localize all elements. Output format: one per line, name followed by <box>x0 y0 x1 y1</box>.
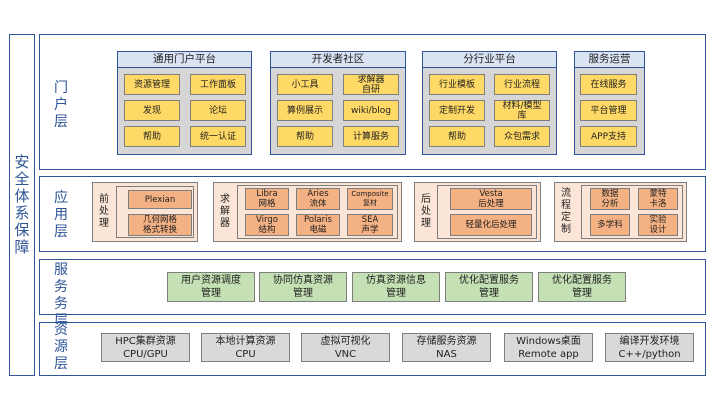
app-item[interactable]: 实验 设计 <box>638 214 678 236</box>
portal-item[interactable]: 行业模板 <box>429 74 485 95</box>
app-item[interactable]: 蒙特 卡洛 <box>638 188 678 210</box>
portal-group-title: 开发者社区 <box>271 52 405 68</box>
service-item[interactable]: 优化配置服务 管理 <box>538 272 626 302</box>
service-layer-label: 服务 务层 <box>54 262 68 329</box>
resource-item[interactable]: 存储服务资源 NAS <box>402 333 491 362</box>
resource-layer-label: 资 源 层 <box>54 322 68 372</box>
portal-group-title: 通用门户平台 <box>118 52 251 68</box>
service-item[interactable]: 协同仿真资源 管理 <box>259 272 347 302</box>
portal-item[interactable]: 平台管理 <box>580 100 637 121</box>
portal-item[interactable]: 工作面板 <box>190 74 246 95</box>
app-item[interactable]: 几何网格 格式转换 <box>128 214 192 236</box>
portal-item[interactable]: 帮助 <box>429 126 485 147</box>
service-item[interactable]: 仿真资源信息 管理 <box>352 272 440 302</box>
portal-item[interactable]: 帮助 <box>124 126 180 147</box>
app-group-inner <box>237 185 398 239</box>
resource-item[interactable]: 本地计算资源 CPU <box>201 333 290 362</box>
app-item[interactable]: Composite 复材 <box>347 188 393 210</box>
portal-item[interactable]: 小工具 <box>277 74 333 95</box>
resource-item[interactable]: 虚拟可视化 VNC <box>301 333 390 362</box>
portal-item[interactable]: 众包需求 <box>494 126 550 147</box>
app-group-label: 求 解 器 <box>220 194 230 229</box>
service-item[interactable]: 优化配置服务 管理 <box>445 272 533 302</box>
app-group-label: 后 处 理 <box>421 194 431 229</box>
portal-item[interactable]: 算例展示 <box>277 100 333 121</box>
portal-item[interactable]: 行业流程 <box>494 74 550 95</box>
app-item[interactable]: Libra 网格 <box>245 188 289 210</box>
portal-item[interactable]: APP支持 <box>580 126 637 147</box>
portal-item[interactable]: 材料/模型 库 <box>494 100 550 121</box>
portal-item[interactable]: 资源管理 <box>124 74 180 95</box>
portal-item[interactable]: 发现 <box>124 100 180 121</box>
app-item[interactable]: Aries 流体 <box>296 188 340 210</box>
app-item[interactable]: Polaris 电磁 <box>296 214 340 236</box>
app-item[interactable]: Plexian <box>128 190 192 209</box>
application-layer-label: 应 用 层 <box>54 190 68 240</box>
portal-layer-label: 门 户 层 <box>54 80 68 130</box>
portal-item[interactable]: wiki/blog <box>343 100 399 121</box>
portal-group-title: 分行业平台 <box>423 52 556 68</box>
app-item[interactable]: 多学科 <box>590 214 630 236</box>
security-column: 安全体系保障 <box>9 34 35 376</box>
app-group-label: 流 程 定 制 <box>561 188 571 235</box>
app-item[interactable]: 数据 分析 <box>590 188 630 210</box>
portal-item[interactable]: 求解器 自研 <box>343 74 399 95</box>
resource-item[interactable]: 编译开发环境 C++/python <box>605 333 694 362</box>
app-item[interactable]: Virgo 结构 <box>245 214 289 236</box>
portal-item[interactable]: 论坛 <box>190 100 246 121</box>
service-item[interactable]: 用户资源调度 管理 <box>167 272 255 302</box>
portal-item[interactable]: 统一认证 <box>190 126 246 147</box>
app-group-label: 前 处 理 <box>99 194 109 229</box>
portal-group-title: 服务运营 <box>575 52 644 68</box>
app-item[interactable]: SEA 声学 <box>347 214 393 236</box>
app-item[interactable]: Vesta 后处理 <box>450 188 532 210</box>
resource-item[interactable]: HPC集群资源 CPU/GPU <box>101 333 190 362</box>
portal-item[interactable]: 帮助 <box>277 126 333 147</box>
app-group-inner <box>581 185 683 239</box>
portal-item[interactable]: 计算服务 <box>343 126 399 147</box>
app-group-inner <box>116 186 194 238</box>
app-item[interactable]: 轻量化后处理 <box>450 214 532 236</box>
app-group-inner <box>437 185 537 239</box>
security-label: 安全体系保障 <box>12 154 31 256</box>
resource-item[interactable]: Windows桌面 Remote app <box>504 333 593 362</box>
portal-item[interactable]: 定制开发 <box>429 100 485 121</box>
portal-item[interactable]: 在线服务 <box>580 74 637 95</box>
